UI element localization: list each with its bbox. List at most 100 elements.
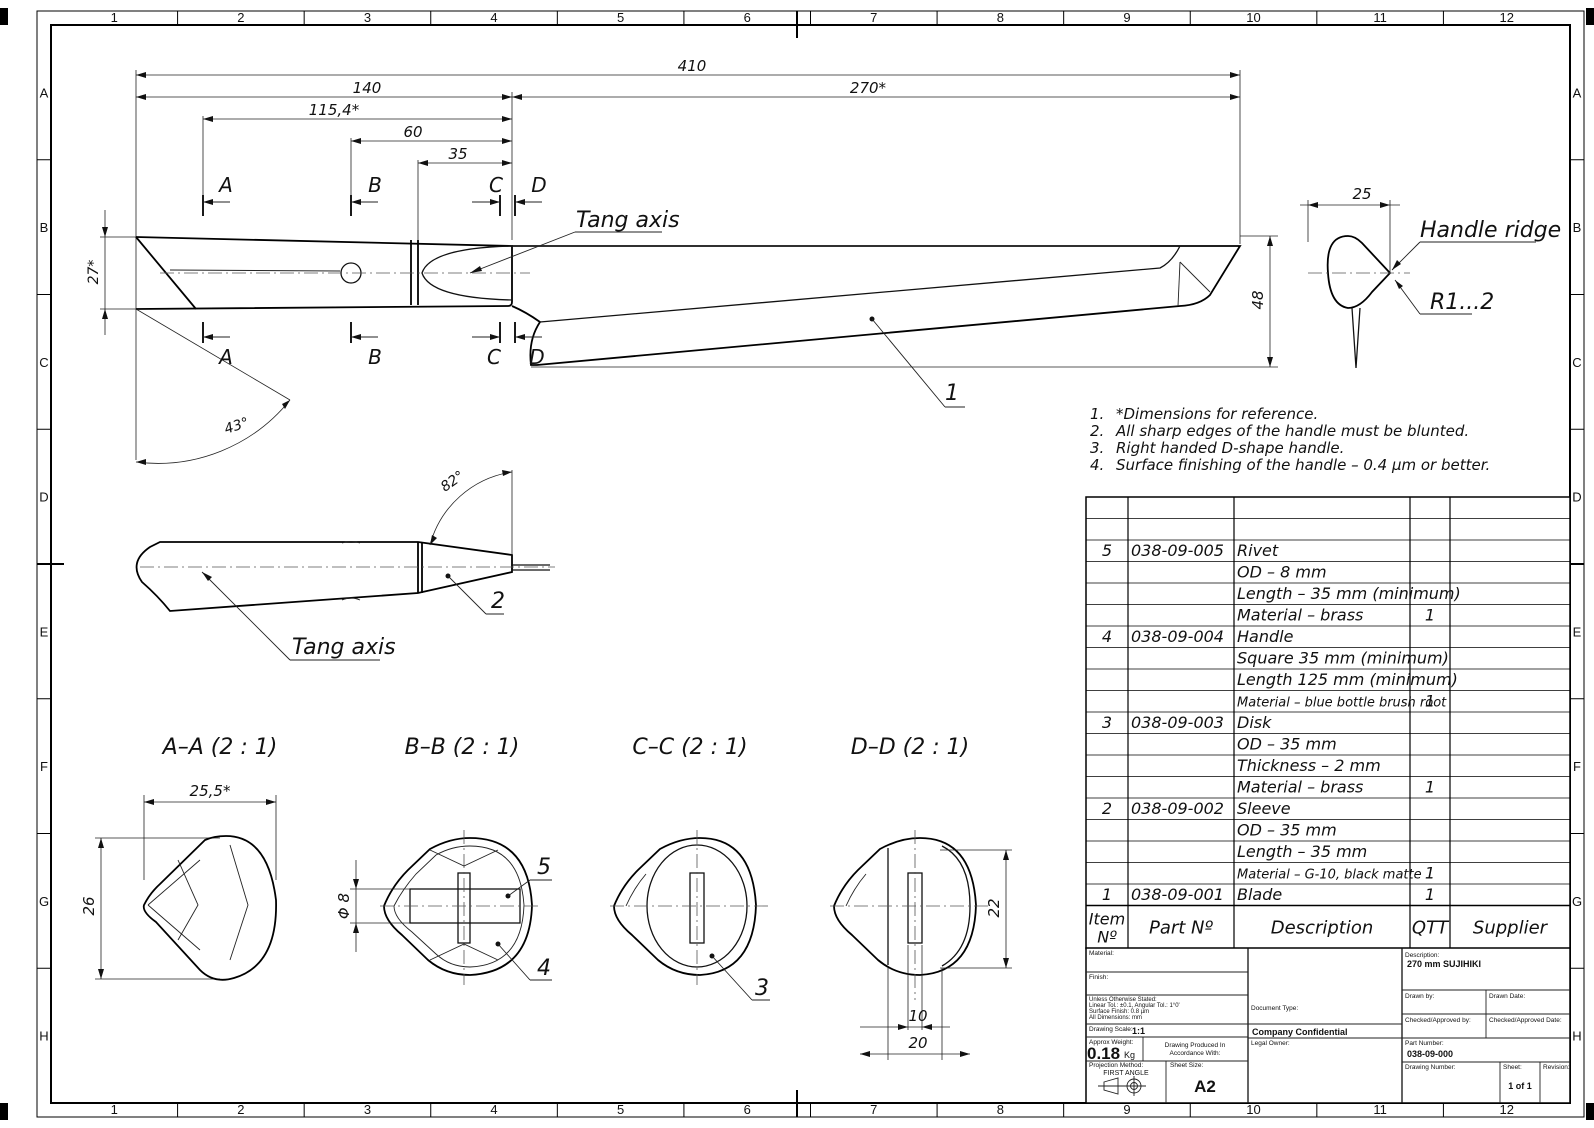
view-cc-title: C–C (2 : 1) (632, 735, 747, 760)
section-aa: 25,5* 26 (80, 782, 277, 981)
section-c-bottom: C (487, 345, 501, 369)
table-cell-part-number: 038-09-003 (1131, 713, 1224, 732)
weight-label: Approx Weight: (1089, 1039, 1134, 1046)
tolerance-line-4: All Dimensions: mm (1089, 1015, 1142, 1021)
section-d-bottom: D (529, 345, 544, 369)
grid-column-label-top: 3 (364, 10, 371, 25)
table-cell-description: OD – 8 mm (1237, 563, 1327, 582)
grid-column-label-bottom: 6 (744, 1102, 751, 1117)
table-header-description: Description (1271, 918, 1374, 939)
section-c-top: C (489, 173, 503, 197)
grid-column-label-top: 5 (617, 10, 624, 25)
grid-row-label-right: B (1573, 220, 1582, 235)
grid-row-label-left: H (39, 1029, 48, 1044)
scale-label: Drawing Scale: (1089, 1026, 1133, 1033)
document-type-label: Document Type: (1251, 1005, 1298, 1012)
handle-ridge-view: 25 Handle ridge R1...2 (1300, 185, 1561, 369)
dim-handle-height: 27* (86, 260, 102, 285)
grid-row-label-left: D (39, 490, 48, 505)
grid-row-label-right: A (1573, 85, 1582, 100)
grid-row-label-right: C (1572, 355, 1581, 370)
dim-aa-width: 25,5* (190, 782, 231, 800)
drawing-notes: 1. *Dimensions for reference. 2. All sha… (1090, 405, 1490, 474)
table-cell-description: Sleeve (1237, 799, 1291, 818)
grid-column-label-top: 8 (997, 10, 1004, 25)
section-cut-marks (202, 195, 542, 343)
dim-dd-height: 22 (985, 898, 1003, 917)
grid-column-label-top: 6 (744, 10, 751, 25)
table-header-item: Item (1089, 910, 1125, 929)
dim-section-b-pos: 60 (403, 123, 422, 141)
table-cell-description: Material – brass (1237, 606, 1363, 625)
dim-section-c-pos: 35 (448, 145, 467, 163)
projection-value: FIRST ANGLE (1103, 1070, 1149, 1077)
callout-2: 2 (491, 589, 505, 614)
section-a-bottom: A (217, 345, 233, 369)
grid-column-label-bottom: 2 (237, 1102, 244, 1117)
drawn-by-label: Drawn by: (1405, 993, 1434, 1000)
table-cell-item: 5 (1102, 541, 1112, 560)
view-aa-title: A–A (2 : 1) (161, 735, 278, 760)
table-cell-description: Square 35 mm (minimum) (1237, 649, 1449, 668)
table-header-quantity: QTT (1412, 918, 1450, 939)
part-number-value: 038-09-000 (1407, 1049, 1453, 1059)
table-cell-description: Handle (1237, 627, 1294, 646)
note-1-text: *Dimensions for reference. (1116, 405, 1318, 423)
table-header-supplier: Supplier (1473, 918, 1549, 939)
title-block: Material: Finish: Unless Otherwise State… (1085, 947, 1571, 1104)
note-3-text: Right handed D-shape handle. (1116, 439, 1344, 457)
dim-total-length: 410 (678, 57, 707, 75)
dim-blade-length: 270* (850, 79, 887, 97)
grid-column-label-bottom: 1 (111, 1102, 118, 1117)
tolerance-line-3: Surface Finish: 0.8 µm (1089, 1009, 1149, 1015)
weight-unit: Kg (1124, 1050, 1135, 1060)
grid-column-label-bottom: 12 (1499, 1102, 1513, 1117)
table-cell-part-number: 038-09-001 (1131, 885, 1224, 904)
section-dd: 22 10 20 (830, 830, 1012, 1060)
table-cell-description: OD – 35 mm (1237, 735, 1337, 754)
callout-4: 4 (537, 956, 551, 981)
drawn-date-label: Drawn Date: (1489, 993, 1525, 1000)
view-bb-title: B–B (2 : 1) (405, 735, 520, 760)
confidentiality-label: Company Confidential (1252, 1027, 1348, 1037)
table-cell-quantity: 1 (1425, 606, 1435, 625)
material-label: Material: (1089, 950, 1114, 957)
dim-aa-height: 26 (80, 896, 98, 915)
grid-column-label-bottom: 5 (617, 1102, 624, 1117)
grid-row-label-right: E (1573, 624, 1582, 639)
drawing-number-label: Drawing Number: (1405, 1064, 1456, 1071)
table-border (1085, 496, 1571, 950)
table-cell-description: Disk (1237, 713, 1272, 732)
first-angle-projection-icon (1098, 1076, 1146, 1096)
grid-column-label-bottom: 10 (1246, 1102, 1260, 1117)
table-cell-part-number: 038-09-005 (1131, 541, 1224, 560)
section-b-bottom: B (368, 345, 382, 369)
corner-mark-tl (0, 8, 8, 25)
view-dd-title: D–D (2 : 1) (851, 735, 969, 760)
table-cell-quantity: 1 (1425, 864, 1435, 883)
grid-row-label-left: B (40, 220, 49, 235)
grid-row-label-right: H (1572, 1029, 1581, 1044)
projection-label: Projection Method: (1089, 1062, 1143, 1069)
grid-column-label-bottom: 7 (870, 1102, 877, 1117)
table-cell-description: Material – blue bottle brush root (1237, 696, 1447, 711)
corner-mark-br (1586, 1103, 1594, 1120)
part-number-label: Part Number: (1405, 1040, 1444, 1047)
table-cell-quantity: 1 (1425, 778, 1435, 797)
grid-row-label-right: D (1572, 490, 1581, 505)
grid-column-label-top: 11 (1373, 10, 1387, 25)
section-cc: 3 (610, 830, 770, 1001)
description-value: 270 mm SUJIHIKI (1407, 959, 1481, 969)
sheet-size-label: Sheet Size: (1170, 1062, 1203, 1069)
section-b-top: B (368, 173, 382, 197)
handle-ridge-label: Handle ridge (1420, 218, 1561, 243)
table-cell-description: Blade (1237, 885, 1282, 904)
dim-ridge-width: 25 (1352, 185, 1371, 203)
table-cell-item: 2 (1102, 799, 1112, 818)
revision-label: Revision: (1543, 1064, 1570, 1071)
grid-column-label-bottom: 3 (364, 1102, 371, 1117)
table-cell-item: 4 (1102, 627, 1112, 646)
grid-column-label-top: 7 (870, 10, 877, 25)
